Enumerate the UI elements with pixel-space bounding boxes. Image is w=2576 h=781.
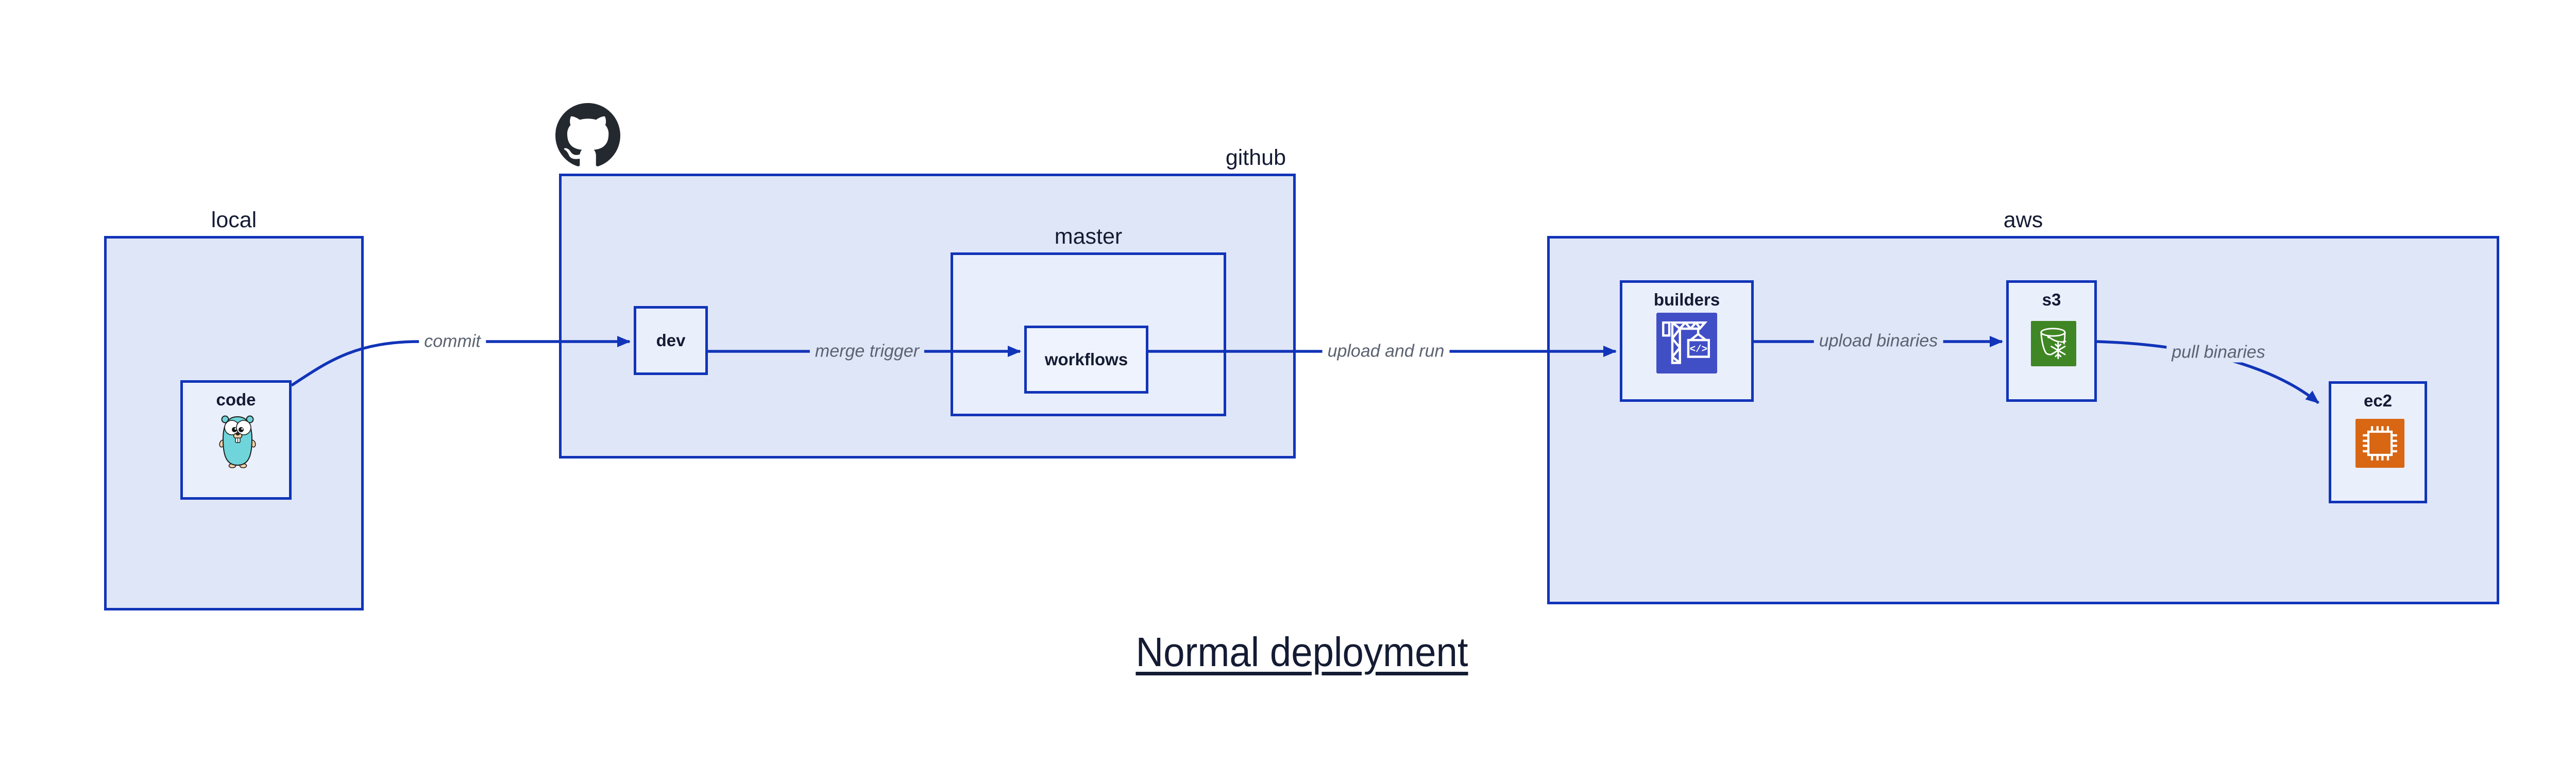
svg-text:</>: </> bbox=[1690, 344, 1708, 355]
ec2-label: ec2 bbox=[2363, 391, 2393, 410]
dev-node: dev bbox=[634, 306, 708, 375]
edge-upload-binaries-label: upload binaries bbox=[1814, 331, 1943, 351]
code-label: code bbox=[216, 390, 256, 409]
edge-merge-trigger-label: merge trigger bbox=[809, 341, 925, 362]
go-gopher-icon bbox=[219, 415, 256, 468]
aws-ec2-chip-icon bbox=[2355, 419, 2404, 468]
diagram-title: Normal deployment bbox=[1136, 629, 1468, 675]
edge-upload-and-run-label: upload and run bbox=[1322, 341, 1450, 362]
master-label: master bbox=[1054, 224, 1123, 249]
ec2-node: ec2 bbox=[2329, 381, 2427, 503]
aws-codebuild-crane-icon: </> bbox=[1656, 313, 1717, 373]
aws-label: aws bbox=[2003, 208, 2043, 232]
builders-node: builders </> bbox=[1620, 280, 1754, 402]
aws-s3-bucket-snowflake-icon bbox=[2031, 321, 2076, 366]
s3-label: s3 bbox=[2042, 290, 2061, 309]
s3-node: s3 bbox=[2006, 280, 2097, 402]
dev-label: dev bbox=[656, 331, 686, 350]
builders-label: builders bbox=[1653, 290, 1720, 309]
workflows-label: workflows bbox=[1044, 350, 1128, 369]
local-label: local bbox=[211, 208, 257, 232]
workflows-node: workflows bbox=[1024, 326, 1148, 394]
edge-commit-label: commit bbox=[419, 331, 486, 352]
edge-pull-binaries-label: pull binaries bbox=[2166, 342, 2270, 363]
github-label: github bbox=[1225, 145, 1286, 170]
github-octocat-icon bbox=[555, 103, 620, 166]
code-node: code bbox=[180, 380, 292, 500]
